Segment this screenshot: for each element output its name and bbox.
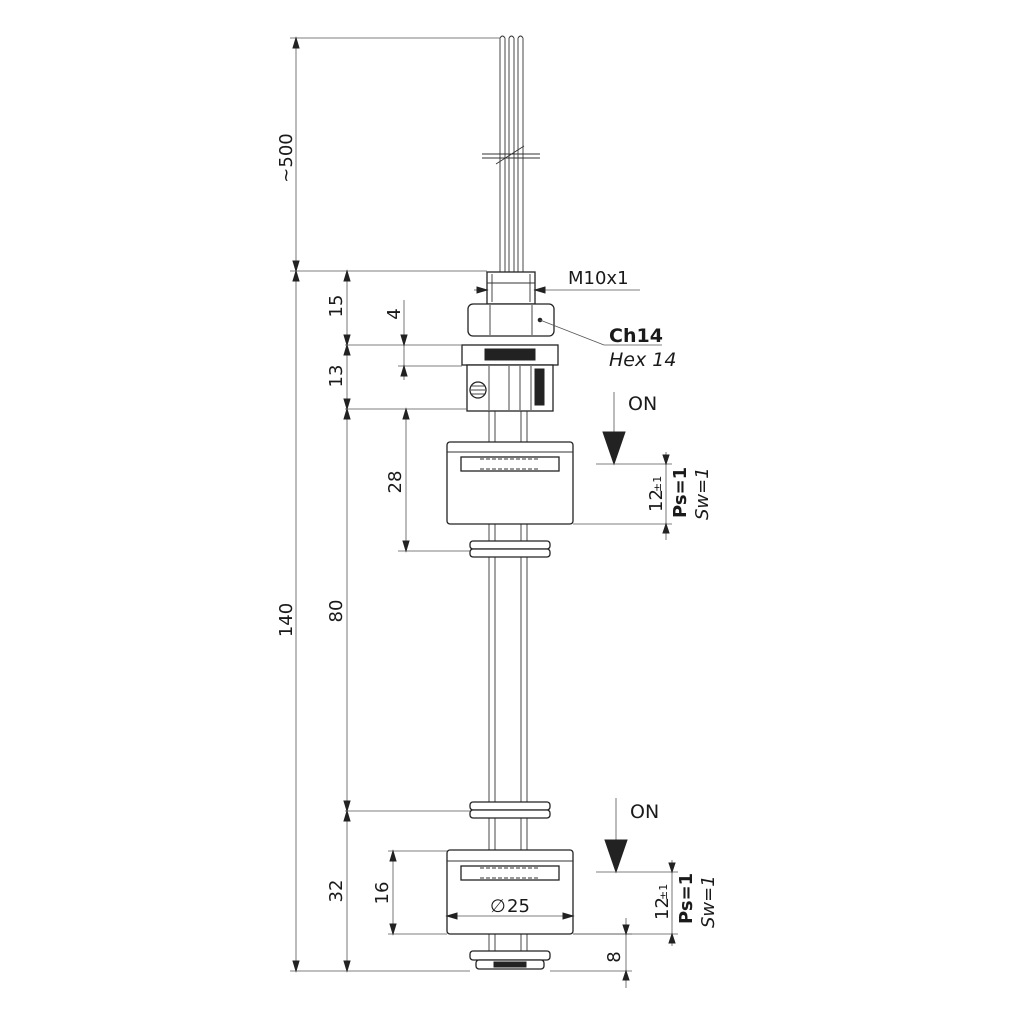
on-arrow-lower-icon xyxy=(604,839,628,874)
dim-8: 8 xyxy=(604,951,625,962)
switch-point-lower xyxy=(573,798,678,946)
hex-desc-label: Hex 14 xyxy=(609,349,676,371)
dim-13: 13 xyxy=(326,365,347,388)
tolerance-sign-upper: ±1 xyxy=(651,476,664,492)
tolerance-value-lower: 12 xyxy=(652,897,673,920)
hex-callout xyxy=(539,319,662,346)
diameter-value: 25 xyxy=(507,896,530,917)
thread-callout xyxy=(474,286,640,294)
dim-32: 32 xyxy=(326,880,347,903)
tolerance-sign-lower: ±1 xyxy=(657,884,670,900)
stop-collar-bottom xyxy=(469,950,551,970)
cable xyxy=(482,35,540,272)
dim-4: 4 xyxy=(384,308,405,319)
stop-collar-upper xyxy=(469,540,551,558)
dim-15: 15 xyxy=(326,295,347,318)
sw-label-upper: Sw=1 xyxy=(692,467,713,520)
dim-16: 16 xyxy=(372,882,393,905)
on-label-lower: ON xyxy=(630,801,659,823)
hex-code-label: Ch14 xyxy=(609,325,663,347)
stop-collar-middle xyxy=(469,801,551,819)
dim-80: 80 xyxy=(326,600,347,623)
diameter-symbol: ∅ xyxy=(490,896,506,917)
on-label-upper: ON xyxy=(628,393,657,415)
bottom-offset-dimension xyxy=(550,918,632,988)
float-lower xyxy=(446,849,574,935)
dim-total-length: 140 xyxy=(276,603,297,637)
tolerance-value-upper: 12 xyxy=(646,489,667,512)
dim-cable-length: ~500 xyxy=(276,133,297,182)
hex-nut xyxy=(467,303,555,337)
dimension-lines xyxy=(290,36,500,973)
float-upper xyxy=(446,441,574,525)
dim-28: 28 xyxy=(385,471,406,494)
diameter-dimension xyxy=(445,912,575,920)
thread-label: M10x1 xyxy=(568,268,629,289)
ps-label-lower: Ps=1 xyxy=(676,873,697,924)
sw-label-lower: Sw=1 xyxy=(698,875,719,928)
switch-point-upper xyxy=(573,392,672,540)
on-arrow-upper-icon xyxy=(602,431,626,466)
ps-label-upper: Ps=1 xyxy=(670,467,691,518)
switch-head xyxy=(461,344,559,412)
cable-break-mark xyxy=(482,145,540,165)
thread-fitting xyxy=(486,271,536,305)
